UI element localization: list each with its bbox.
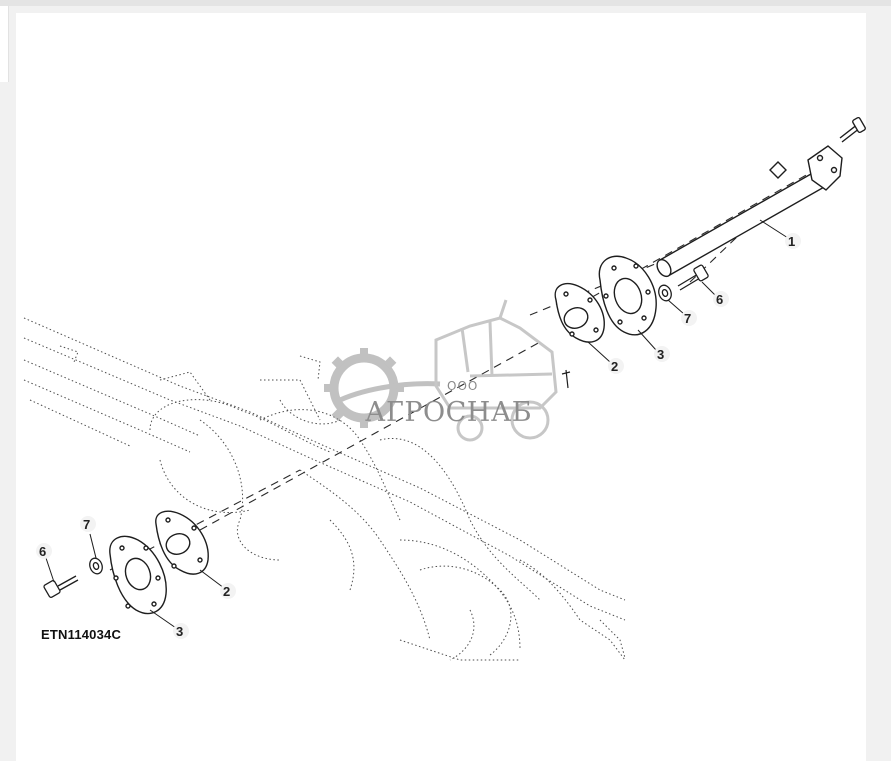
callout-6-lower: 6: [39, 544, 46, 559]
diagram-panel: [16, 13, 866, 761]
top-bar: [0, 0, 891, 6]
watermark-company: ООО: [447, 379, 479, 393]
axle-housing-outline: [23, 317, 626, 661]
part-6-bolt-upper: [677, 264, 709, 291]
alignment-lines: [109, 169, 816, 571]
callout-6-upper: 6: [716, 292, 723, 307]
figure-code: ETN114034C: [41, 627, 122, 642]
part-1-tube: [656, 116, 866, 278]
callout-7-upper: 7: [684, 311, 691, 326]
part-6-bolt-lower: [43, 575, 79, 598]
retainer-clip: [561, 369, 571, 389]
callout-badges: 1 2 3 6 7 2 3 7 6: [36, 233, 801, 639]
gear-tractor-logo-icon: [324, 299, 558, 442]
callout-leaders: [45, 219, 789, 629]
part-3-plate-upper: [598, 255, 657, 336]
callout-7-lower: 7: [83, 517, 90, 532]
callout-3-lower: 3: [176, 624, 183, 639]
callout-3-upper: 3: [657, 347, 664, 362]
part-7-washer-upper: [658, 284, 672, 302]
watermark-brand: АГРОСНАБ: [365, 397, 533, 428]
part-7-washer-lower: [89, 557, 103, 575]
callout-1: 1: [788, 234, 795, 249]
left-panel-strip: [0, 6, 9, 82]
callout-2-upper: 2: [611, 359, 618, 374]
callout-2-lower: 2: [223, 584, 230, 599]
part-2-flange-upper: [554, 282, 605, 343]
part-3-plate-lower: [109, 535, 167, 615]
part-2-flange-lower: [155, 510, 209, 575]
